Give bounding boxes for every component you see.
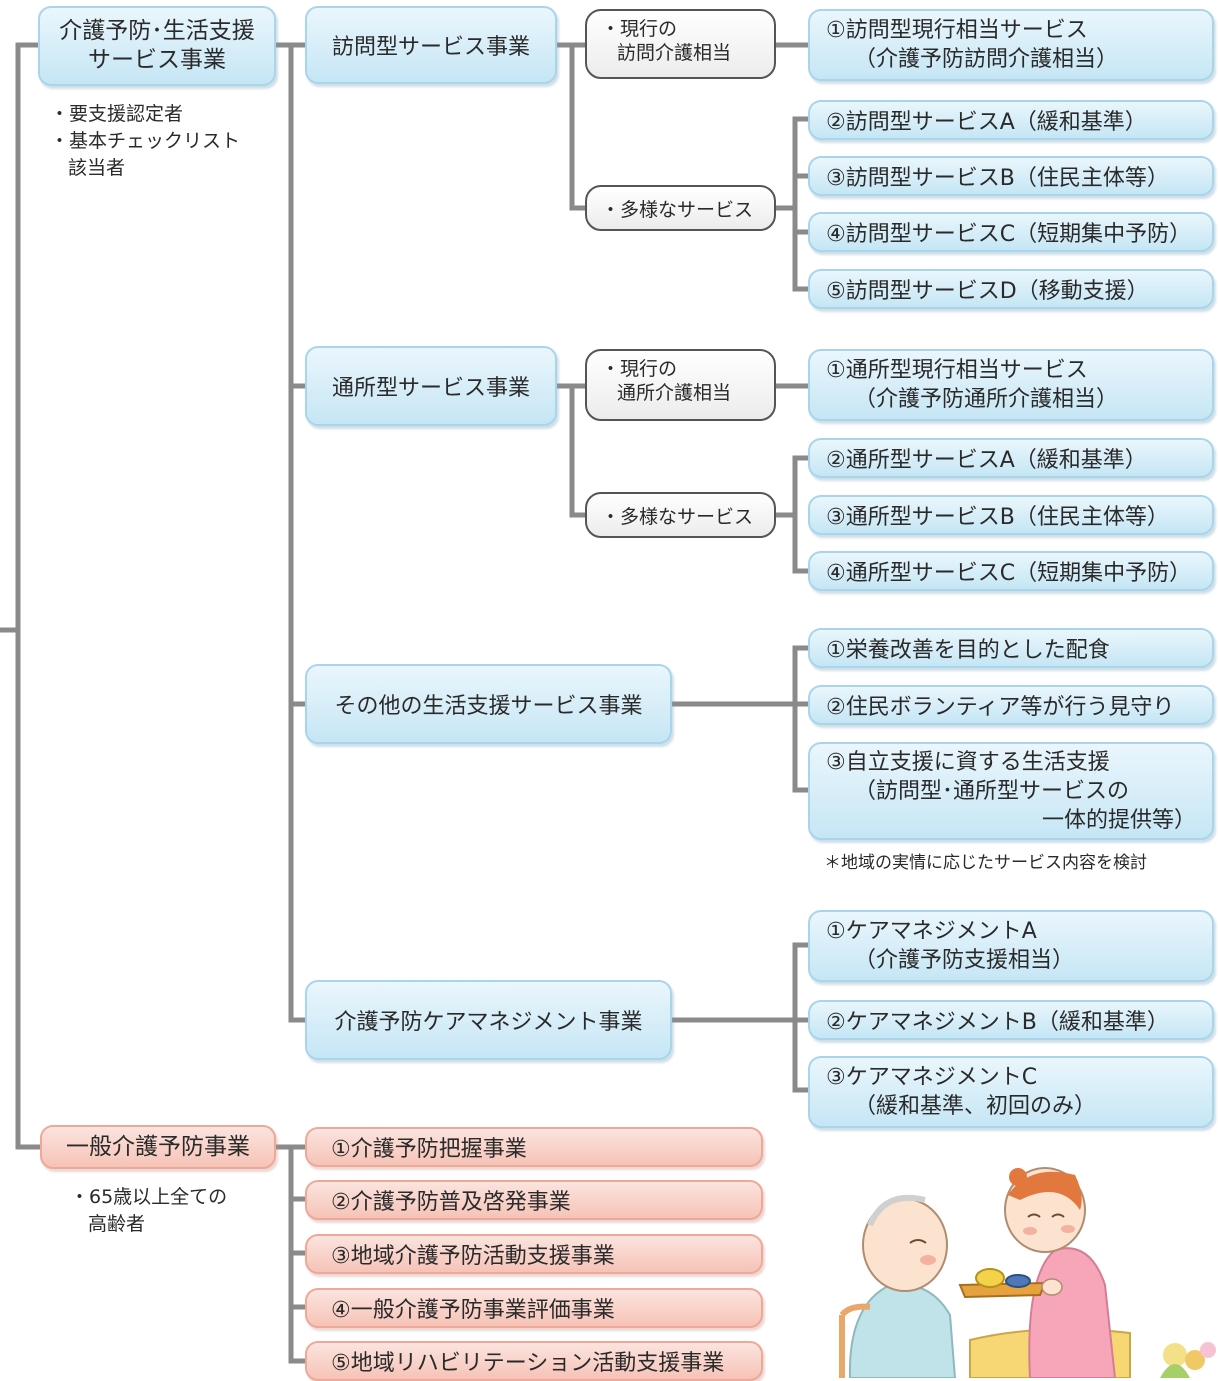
service-line2: （緩和基準、初回のみ） bbox=[854, 1094, 1097, 1119]
subcat-houmon-current: ・現行の 訪問介護相当 bbox=[585, 9, 776, 79]
general-item-4: ④一般介護予防事業評価事業 bbox=[305, 1288, 763, 1328]
service-line2: （介護予防支援相当） bbox=[854, 948, 1075, 973]
root-main-notes: ・要支援認定者 ・基本チェックリスト 該当者 bbox=[50, 101, 240, 182]
service-line1: ①ケアマネジメントA bbox=[826, 919, 1037, 944]
general-item-2: ②介護予防普及啓発事業 bbox=[305, 1180, 763, 1220]
category-label: 介護予防ケアマネジメント事業 bbox=[334, 1010, 643, 1035]
root-main-line1: 介護予防･生活支援 bbox=[59, 18, 255, 44]
subcat-label: ・多様なサービス bbox=[601, 198, 754, 221]
general-item-label: ⑤地域リハビリテーション活動支援事業 bbox=[331, 1351, 725, 1376]
root-main-service-box: 介護予防･生活支援 サービス事業 bbox=[38, 6, 276, 86]
service-label: ③訪問型サービスB（住民主体等） bbox=[826, 166, 1169, 191]
subcat-houmon-diverse: ・多様なサービス bbox=[585, 185, 776, 231]
note-line: ・基本チェックリスト bbox=[50, 130, 241, 152]
service-care-3: ③ケアマネジメントC （緩和基準、初回のみ） bbox=[808, 1056, 1214, 1128]
service-label: ④通所型サービスC（短期集中予防） bbox=[826, 561, 1192, 586]
root-general-label: 一般介護予防事業 bbox=[66, 1133, 250, 1160]
category-caremgmt: 介護予防ケアマネジメント事業 bbox=[305, 980, 672, 1060]
service-sonota-1: ①栄養改善を目的とした配食 bbox=[808, 628, 1214, 668]
service-label: ①栄養改善を目的とした配食 bbox=[826, 638, 1110, 663]
category-label: その他の生活支援サービス事業 bbox=[334, 694, 643, 719]
service-label: ④訪問型サービスC（短期集中予防） bbox=[826, 222, 1192, 247]
subcat-line2: 通所介護相当 bbox=[617, 382, 732, 404]
service-label: ③通所型サービスB（住民主体等） bbox=[826, 505, 1169, 530]
service-line3: 一体的提供等） bbox=[1041, 808, 1196, 833]
service-label: ②通所型サービスA（緩和基準） bbox=[826, 448, 1147, 473]
note-line: ・要支援認定者 bbox=[50, 103, 184, 125]
subcat-line1: ・現行の bbox=[601, 18, 678, 40]
service-label: ⑤訪問型サービスD（移動支援） bbox=[826, 279, 1149, 304]
general-item-label: ④一般介護予防事業評価事業 bbox=[331, 1298, 615, 1323]
service-sonota-2: ②住民ボランティア等が行う見守り bbox=[808, 685, 1214, 725]
subcat-label: ・多様なサービス bbox=[601, 505, 754, 528]
note-line: 高齢者 bbox=[88, 1213, 146, 1235]
general-item-3: ③地域介護予防活動支援事業 bbox=[305, 1234, 763, 1274]
service-tsusho-3: ③通所型サービスB（住民主体等） bbox=[808, 495, 1214, 535]
note-line: 該当者 bbox=[68, 157, 126, 179]
category-label: 訪問型サービス事業 bbox=[331, 35, 530, 60]
service-line1: ③ケアマネジメントC bbox=[826, 1065, 1038, 1090]
service-care-2: ②ケアマネジメントB（緩和基準） bbox=[808, 1000, 1214, 1040]
root-main-line2: サービス事業 bbox=[88, 47, 226, 73]
service-sonota-3: ③自立支援に資する生活支援 （訪問型･通所型サービスの 一体的提供等） bbox=[808, 742, 1214, 840]
service-care-1: ①ケアマネジメントA （介護予防支援相当） bbox=[808, 910, 1214, 982]
root-general-note: ・65歳以上全ての 高齢者 bbox=[70, 1184, 227, 1238]
service-tsusho-2: ②通所型サービスA（緩和基準） bbox=[808, 438, 1214, 478]
general-item-5: ⑤地域リハビリテーション活動支援事業 bbox=[305, 1341, 763, 1381]
category-label: 通所型サービス事業 bbox=[331, 376, 530, 401]
service-houmon-2: ②訪問型サービスA（緩和基準） bbox=[808, 100, 1214, 140]
service-label: ②住民ボランティア等が行う見守り bbox=[826, 695, 1175, 720]
service-houmon-4: ④訪問型サービスC（短期集中予防） bbox=[808, 212, 1214, 252]
service-line1: ①訪問型現行相当サービス bbox=[826, 18, 1088, 43]
service-label: ②訪問型サービスA（緩和基準） bbox=[826, 110, 1147, 135]
category-houmon: 訪問型サービス事業 bbox=[305, 6, 557, 84]
service-tsusho-4: ④通所型サービスC（短期集中予防） bbox=[808, 551, 1214, 591]
subcat-line2: 訪問介護相当 bbox=[617, 42, 732, 64]
category-tsusho: 通所型サービス事業 bbox=[305, 346, 557, 426]
general-item-1: ①介護予防把握事業 bbox=[305, 1127, 763, 1167]
general-item-label: ③地域介護予防活動支援事業 bbox=[331, 1244, 615, 1269]
service-line1: ①通所型現行相当サービス bbox=[826, 358, 1088, 383]
service-line2: （訪問型･通所型サービスの bbox=[854, 779, 1130, 804]
service-label: ②ケアマネジメントB（緩和基準） bbox=[826, 1010, 1169, 1035]
service-line2: （介護予防通所介護相当） bbox=[854, 387, 1119, 412]
general-item-label: ①介護予防把握事業 bbox=[331, 1137, 527, 1162]
service-line1: ③自立支援に資する生活支援 bbox=[826, 750, 1110, 775]
service-tsusho-1: ①通所型現行相当サービス （介護予防通所介護相当） bbox=[808, 349, 1214, 421]
root-general-box: 一般介護予防事業 bbox=[40, 1125, 276, 1169]
category-sonota: その他の生活支援サービス事業 bbox=[305, 664, 672, 744]
subcat-tsusho-diverse: ・多様なサービス bbox=[585, 492, 776, 538]
sonota-footnote: ＊地域の実情に応じたサービス内容を検討 bbox=[824, 853, 1147, 873]
service-houmon-5: ⑤訪問型サービスD（移動支援） bbox=[808, 269, 1214, 309]
service-houmon-3: ③訪問型サービスB（住民主体等） bbox=[808, 156, 1214, 196]
general-item-label: ②介護予防普及啓発事業 bbox=[331, 1190, 571, 1215]
service-line2: （介護予防訪問介護相当） bbox=[854, 47, 1119, 72]
service-houmon-1: ①訪問型現行相当サービス （介護予防訪問介護相当） bbox=[808, 9, 1214, 81]
caregiver-meal-illustration bbox=[839, 1167, 1216, 1378]
subcat-tsusho-current: ・現行の 通所介護相当 bbox=[585, 349, 776, 421]
subcat-line1: ・現行の bbox=[601, 358, 678, 380]
note-line: ・65歳以上全ての bbox=[70, 1186, 228, 1208]
